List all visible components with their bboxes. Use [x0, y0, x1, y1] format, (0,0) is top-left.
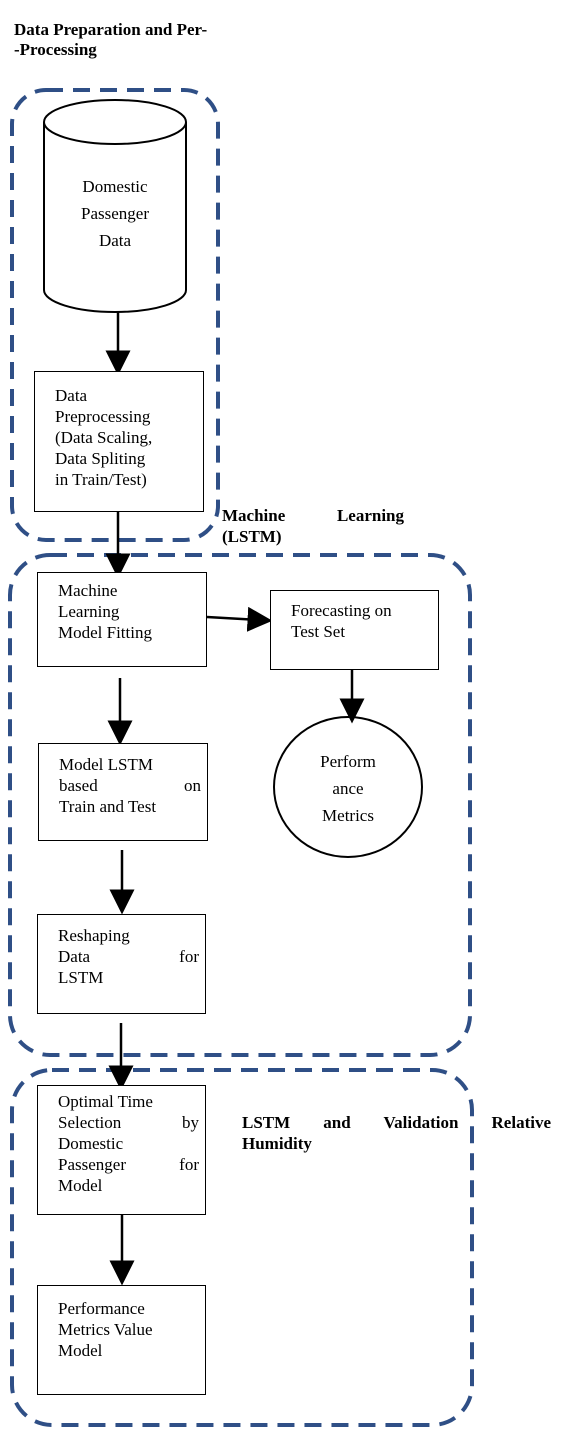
node-data-preprocessing: Data Preprocessing (Data Scaling, Data S… [34, 371, 204, 512]
reshaping-line-2: Data for [58, 946, 199, 967]
optimal-line-4: Passenger for [58, 1154, 199, 1175]
reshaping-line-3: LSTM [58, 968, 104, 987]
node-performance-value: Performance Metrics Value Model [37, 1285, 206, 1395]
model-lstm-line-3: Train and Test [59, 797, 157, 816]
reshaping-line-1: Reshaping [58, 926, 130, 945]
model-lstm-word-based: based [59, 776, 98, 795]
performance-metrics-label: Perform ance Metrics [288, 748, 408, 829]
group-machine-learning [8, 553, 472, 1057]
section-label-ml-word-1: Machine [222, 506, 286, 525]
optimal-line-3: Domestic [58, 1134, 124, 1153]
preprocessing-line-3: (Data Scaling, [55, 428, 153, 447]
preprocessing-line-4: Data Spliting [55, 449, 146, 468]
preprocessing-line-1: Data [55, 386, 88, 405]
domestic-data-label: Domestic Passenger Data [44, 173, 186, 254]
database-cylinder [43, 99, 187, 313]
group-lstm-validation [10, 1068, 474, 1427]
node-model-lstm: Model LSTM based on Train and Test [38, 743, 208, 841]
forecasting-line-1: Forecasting on [291, 601, 392, 620]
optimal-line-2: Selection by [58, 1112, 199, 1133]
section-label-lstm-line-2: Humidity [242, 1134, 312, 1153]
optimal-word-passenger: Passenger [58, 1155, 126, 1174]
reshaping-word-data: Data [58, 947, 91, 966]
section-label-lstm-line-1: LSTM and Validation Relative [242, 1113, 551, 1132]
perf-value-line-2: Metrics Value [58, 1320, 153, 1339]
preprocessing-line-5: in Train/Test) [55, 470, 147, 489]
domestic-data-line-3: Data [98, 231, 132, 250]
optimal-word-selection: Selection [58, 1113, 122, 1132]
model-fitting-line-2: Learning [58, 602, 120, 621]
preprocessing-line-2: Preprocessing [55, 407, 151, 426]
model-fitting-line-3: Model Fitting [58, 623, 152, 642]
model-fitting-line-1: Machine [58, 581, 118, 600]
forecasting-line-2: Test Set [291, 622, 346, 641]
arrow-fitting-to-forecasting [206, 606, 273, 632]
performance-line-3: Metrics [322, 806, 374, 825]
node-optimal-time: Optimal Time Selection by Domestic Passe… [37, 1085, 206, 1215]
optimal-word-by: by [182, 1113, 199, 1132]
section-label-ml-word-2: Learning [336, 506, 404, 525]
model-lstm-word-on: on [184, 776, 201, 795]
domestic-data-line-2: Passenger [81, 204, 149, 223]
perf-value-line-3: Model [58, 1341, 103, 1360]
node-forecasting: Forecasting on Test Set [270, 590, 439, 670]
section-label-ml-word-3: (LSTM) [222, 527, 282, 546]
perf-value-line-1: Performance [58, 1299, 145, 1318]
group-data-preparation [10, 88, 220, 542]
performance-line-1: Perform [320, 752, 376, 771]
domestic-data-line-1: Domestic [82, 177, 148, 196]
optimal-word-for: for [179, 1155, 199, 1174]
node-model-fitting: Machine Learning Model Fitting [37, 572, 207, 667]
optimal-line-1: Optimal Time [58, 1092, 153, 1111]
performance-line-2: ance [332, 779, 364, 798]
optimal-line-5: Model [58, 1176, 103, 1195]
section-label-lstm-validation: LSTM and Validation Relative Humidity [242, 1112, 551, 1154]
section-label-machine-learning: Machine Learning (LSTM) [222, 505, 404, 547]
model-lstm-line-1: Model LSTM [59, 755, 153, 774]
section-label-data-preparation: Data Preparation and Per- -Processing [14, 20, 208, 59]
node-reshaping: Reshaping Data for LSTM [37, 914, 206, 1014]
model-lstm-line-2: based on [59, 775, 201, 796]
reshaping-word-for: for [179, 947, 199, 966]
